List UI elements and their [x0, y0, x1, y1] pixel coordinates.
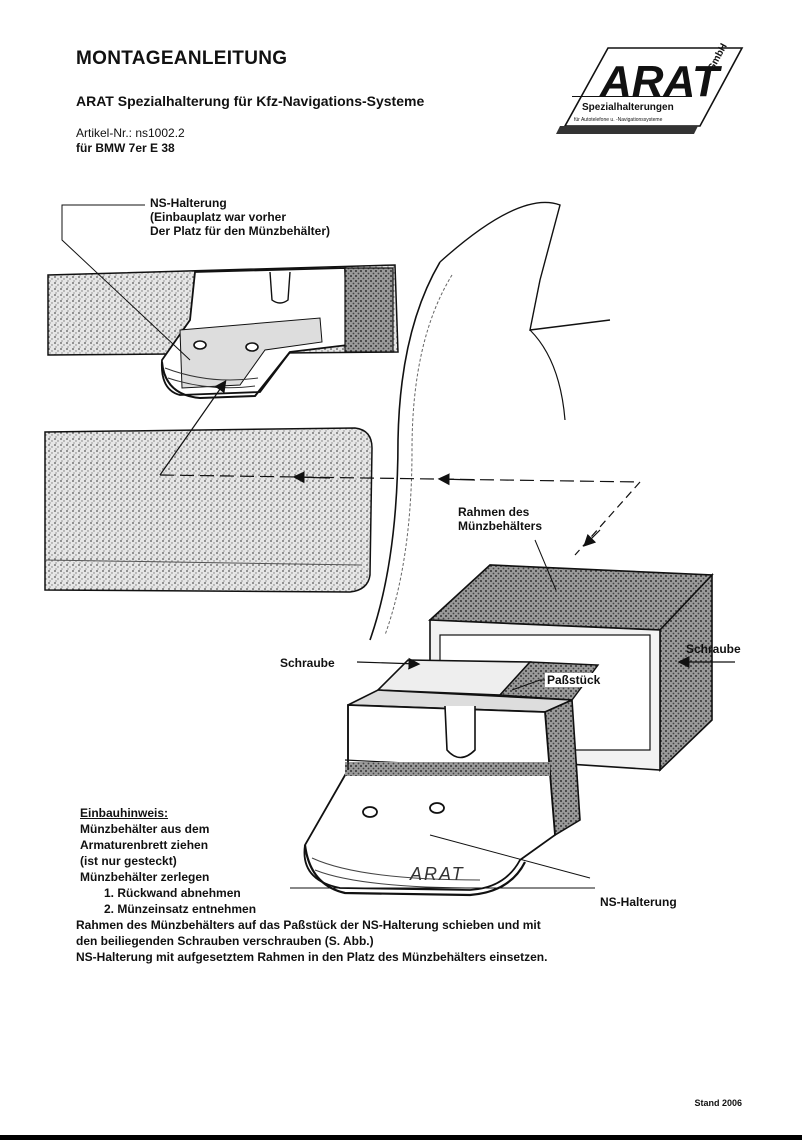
hint-line: (ist nur gesteckt): [80, 854, 177, 868]
hint-line: Münzbehälter zerlegen: [80, 870, 210, 884]
hint-step: 1. Rückwand abnehmen: [104, 886, 241, 900]
label-passstueck: Paßstück: [545, 673, 603, 687]
hint-line: Münzbehälter aus dem: [80, 822, 210, 836]
footer-stand: Stand 2006: [694, 1098, 742, 1108]
page-title: MONTAGEANLEITUNG: [76, 48, 288, 69]
label-schraube-right: Schraube: [686, 642, 741, 656]
hint-step: 2. Münzeinsatz entnehmen: [104, 902, 257, 916]
hint-heading: Einbauhinweis:: [80, 806, 169, 820]
hint-instruction: Rahmen des Münzbehälters auf das Paßstüc…: [76, 918, 541, 932]
vehicle-model: für BMW 7er E 38: [76, 141, 175, 155]
page-subtitle: ARAT Spezialhalterung für Kfz-Navigation…: [76, 93, 425, 109]
hint-instruction: den beiliegenden Schrauben verschrauben …: [76, 934, 374, 948]
dashboard-lower-panel: [44, 427, 373, 593]
logo-brand: ARAT: [599, 57, 722, 106]
article-meta: Artikel-Nr.: ns1002.2 für BMW 7er E 38: [76, 126, 185, 156]
insertion-path: [159, 380, 641, 556]
hint-line: Armaturenbrett ziehen: [80, 838, 209, 852]
bottom-rule: [0, 1135, 802, 1140]
logo-subtagline: für Autotelefone u. -Navigationssysteme: [574, 117, 663, 123]
label-ns-halterung-top: NS-Halterung (Einbauplatz war vorher Der…: [150, 196, 331, 238]
hint-instruction: NS-Halterung mit aufgesetztem Rahmen in …: [76, 950, 548, 964]
label-schraube-left: Schraube: [280, 656, 335, 670]
dashboard-upper-panel: [47, 264, 399, 356]
logo-suffix: GmbH: [706, 42, 730, 74]
center-console-outline: [369, 201, 611, 641]
label-ns-halterung-bottom: NS-Halterung: [600, 895, 677, 909]
logo-tagline: Spezialhalterungen: [582, 102, 674, 113]
article-number: Artikel-Nr.: ns1002.2: [76, 126, 185, 140]
logo-graphic: [556, 47, 744, 134]
installation-hint: Einbauhinweis: Münzbehälter aus dem Arma…: [76, 805, 547, 965]
holder-installed: [160, 267, 394, 400]
coin-box-frame: [428, 564, 714, 772]
label-rahmen: Rahmen des Münzbehälters: [458, 505, 543, 533]
